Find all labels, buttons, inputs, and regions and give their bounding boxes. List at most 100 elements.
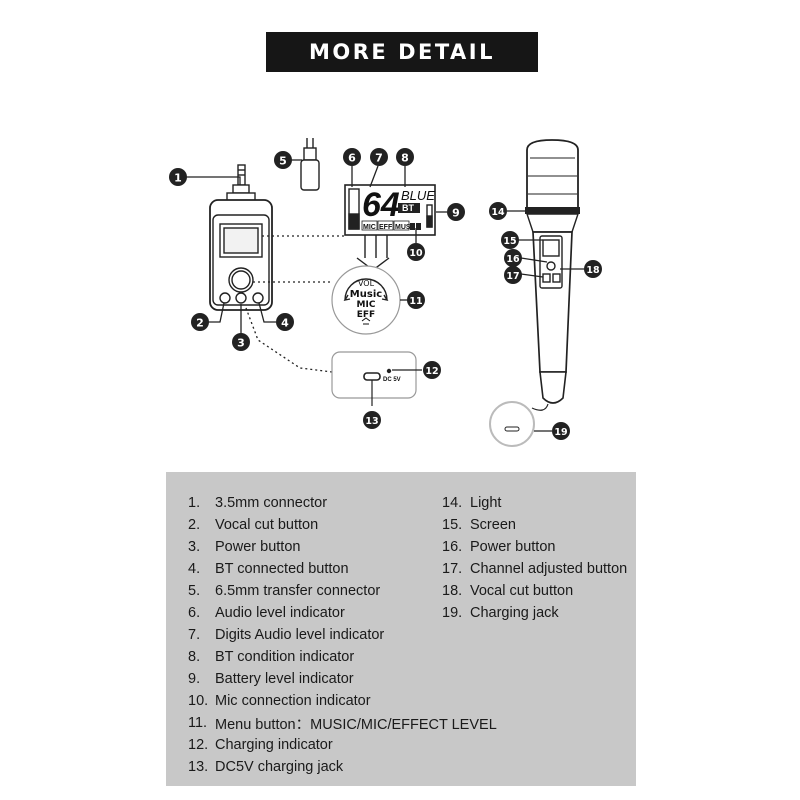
callout-12: 12	[423, 361, 441, 379]
legend-item: 6.Audio level indicator	[188, 602, 497, 624]
legend-item-number: 6.	[188, 605, 201, 621]
menu-dial	[331, 265, 401, 335]
receiver-buttons	[219, 292, 264, 304]
receiver-body	[209, 199, 273, 311]
svg-text:13: 13	[365, 416, 378, 427]
legend-item-number: 17.	[442, 561, 463, 577]
callout-16: 16	[504, 249, 522, 267]
title-banner: MORE DETAIL	[266, 32, 538, 72]
legend-item-number: 18.	[442, 583, 463, 599]
legend-item: 18. Vocal cut button	[442, 580, 627, 602]
lcd-eff-label: EFF	[379, 224, 393, 231]
svg-text:3: 3	[237, 337, 245, 350]
legend-item: 8. BT condition indicator	[188, 646, 497, 668]
legend-item-number: 1.	[188, 495, 201, 511]
callout-5: 5	[274, 151, 292, 169]
callout-9: 9	[447, 203, 465, 221]
legend-item-number: 4.	[188, 561, 201, 577]
legend-item-text: BT connected button	[215, 561, 349, 577]
legend-left-column: 1. 3.5mm connector 2. Vocal cut button 3.Pow…	[188, 492, 497, 778]
legend-item: 13. DC5V charging jack	[188, 756, 497, 778]
callout-7: 7	[370, 148, 388, 166]
svg-text:18: 18	[586, 265, 600, 276]
callout-3: 3	[232, 333, 250, 351]
legend-item-text: Digits Audio level indicator	[215, 627, 385, 643]
legend-item-number: 5.	[188, 583, 201, 599]
legend-item-number: 14.	[442, 495, 463, 511]
legend-item-number: 11.	[188, 715, 208, 731]
legend-item: 15. Screen	[442, 514, 627, 536]
legend-item: 3.Power button	[188, 536, 497, 558]
handheld-microphone	[525, 139, 580, 411]
legend-item-number: 13.	[188, 759, 209, 775]
legend-item-text: Menu button：MUSIC/MIC/EFFECT LEVEL	[215, 716, 497, 733]
callout-2: 2	[191, 313, 209, 331]
callout-11: 11	[407, 291, 425, 309]
callout-8: 8	[396, 148, 414, 166]
svg-text:9: 9	[452, 207, 460, 220]
svg-text:8: 8	[401, 152, 409, 165]
page-title: MORE DETAIL	[309, 40, 495, 64]
callouts: 1 2 3 4 5 6 7 8 9 10 11 12 13 14 15 16 1…	[169, 148, 602, 440]
charging-box-dc-label: DC 5V	[383, 377, 401, 383]
legend-item: 14. Light	[442, 492, 627, 514]
lcd-mus-label: MUS	[395, 224, 411, 231]
legend-item: 1. 3.5mm connector	[188, 492, 497, 514]
legend-item-text: Charging jack	[470, 605, 559, 621]
legend-item-number: 9.	[188, 671, 201, 687]
legend-item-text: Mic connection indicator	[215, 693, 371, 709]
legend-item-text: Power button	[470, 539, 556, 555]
legend-item: 5.6.5mm transfer connector	[188, 580, 497, 602]
legend-item-number: 7.	[188, 627, 201, 643]
legend-item: 7. Digits Audio level indicator	[188, 624, 497, 646]
legend-item-text: Vocal cut button	[215, 517, 319, 533]
charging-box	[331, 351, 422, 406]
legend-right-column: 14. Light 15. Screen 16.Power button 17. Chann…	[442, 492, 627, 624]
callout-6: 6	[343, 148, 361, 166]
legend-item-number: 15.	[442, 517, 463, 533]
svg-text:16: 16	[506, 254, 520, 265]
legend-item-text: BT condition indicator	[215, 649, 355, 665]
legend-item-text: Light	[470, 495, 502, 511]
legend-item-number: 12.	[188, 737, 209, 753]
legend-item-number: 10.	[188, 693, 209, 709]
svg-text:15: 15	[503, 236, 516, 247]
callout-19: 19	[552, 422, 570, 440]
svg-text:19: 19	[554, 427, 567, 438]
callout-1: 1	[169, 168, 187, 186]
callout-13: 13	[363, 411, 381, 429]
svg-text:2: 2	[196, 317, 204, 330]
svg-text:5: 5	[279, 155, 287, 168]
svg-text:14: 14	[491, 207, 505, 218]
legend-item-text: Vocal cut button	[470, 583, 574, 599]
leader-lines	[186, 159, 585, 432]
callout-14: 14	[489, 202, 507, 220]
lcd-digits: 64	[362, 186, 400, 224]
lcd-blue-label: BLUE	[401, 188, 435, 203]
lcd-mic-label: MIC	[363, 224, 376, 231]
svg-text:1: 1	[174, 172, 182, 185]
legend-item-number: 8.	[188, 649, 201, 665]
legend-item-text: Screen	[470, 517, 516, 533]
legend-item: 4. BT connected button	[188, 558, 497, 580]
legend-item-text: Channel adjusted button	[470, 561, 628, 577]
callout-10: 10	[407, 243, 425, 261]
legend-item: 11. Menu button：MUSIC/MIC/EFFECT LEVEL	[188, 712, 497, 734]
connector-35mm	[226, 164, 256, 203]
leader-lines-dotted	[245, 235, 345, 373]
legend-item: 9.Battery level indicator	[188, 668, 497, 690]
legend-item-text: 3.5mm connector	[215, 495, 328, 511]
legend-item: 16.Power button	[442, 536, 627, 558]
mic-charging-circle	[489, 401, 535, 447]
dial-music-label: Music	[350, 289, 382, 300]
dial-mic-label: MIC	[357, 300, 376, 310]
dial-vol-label: VOL	[358, 279, 375, 288]
callout-15: 15	[501, 231, 519, 249]
legend-item-text: DC5V charging jack	[215, 759, 344, 775]
callout-18: 18	[584, 260, 602, 278]
legend-item-number: 19.	[442, 605, 463, 621]
legend-item-number: 2.	[188, 517, 201, 533]
svg-text:6: 6	[348, 152, 356, 165]
legend-item: 10. Mic connection indicator	[188, 690, 497, 712]
dial-mute-icon	[361, 317, 371, 325]
